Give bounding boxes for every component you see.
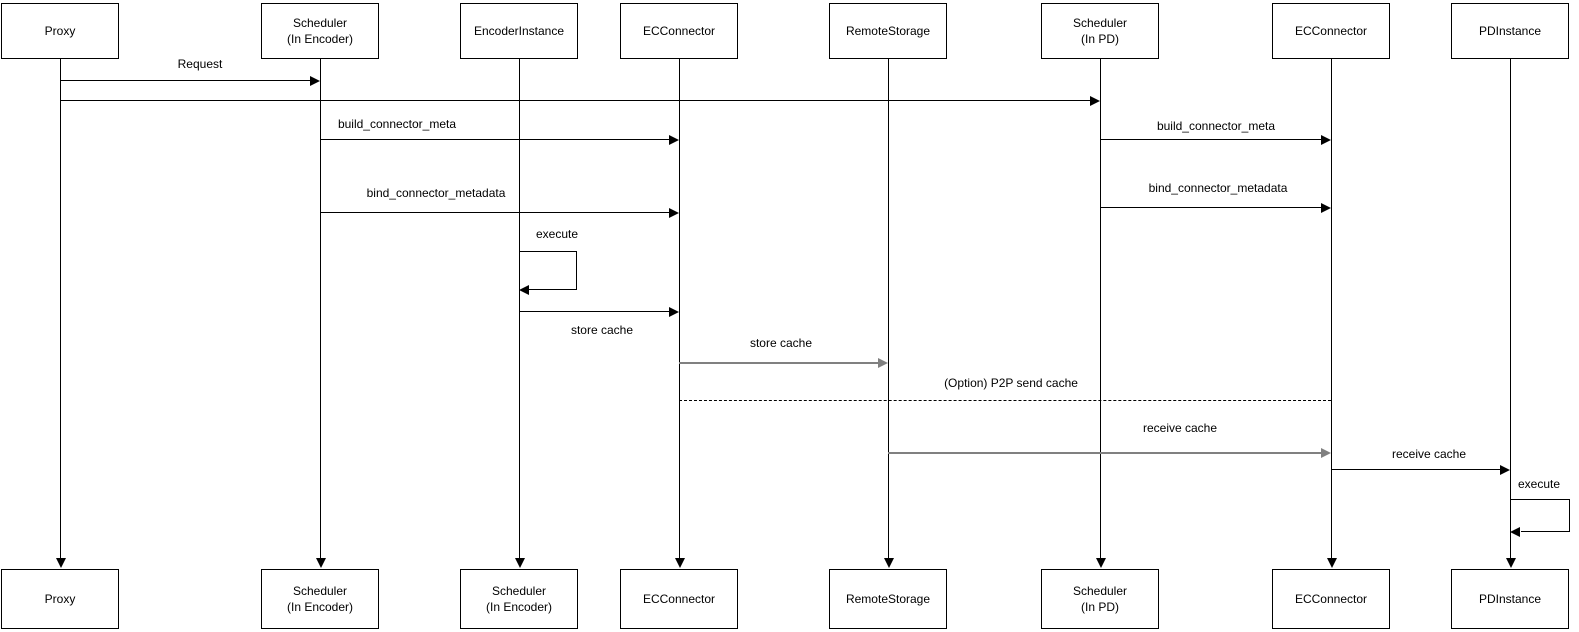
message-arrow-receive-cache-storage	[888, 452, 1322, 454]
lifeline-pd-instance	[1510, 59, 1511, 558]
lifeline-arrow-scheduler-pd	[1096, 558, 1106, 568]
participant-top-pd-instance: PDInstance	[1451, 3, 1569, 59]
arrowhead-execute-pd	[1510, 527, 1520, 537]
lifeline-arrow-proxy	[56, 558, 66, 568]
lifeline-scheduler-pd	[1100, 59, 1101, 558]
arrowhead-build-connector-meta-pd	[1321, 135, 1331, 145]
message-label-store-cache-storage: store cache	[749, 336, 813, 350]
selfloop-execute-pd-bottom	[1521, 531, 1570, 532]
message-label-build-connector-meta-pd: build_connector_meta	[1156, 119, 1276, 133]
participant-bottom-scheduler-pd: Scheduler (In PD)	[1041, 569, 1159, 629]
lifeline-arrow-ecconnector-encoder	[675, 558, 685, 568]
arrowhead-receive-cache-pd	[1500, 465, 1510, 475]
message-label-bind-connector-metadata-encoder: bind_connector_metadata	[366, 186, 506, 200]
participant-label: Proxy	[44, 591, 76, 606]
participant-top-scheduler-pd: Scheduler (In PD)	[1041, 3, 1159, 59]
message-label-bind-connector-metadata-pd: bind_connector_metadata	[1148, 181, 1288, 195]
message-label-execute-pd: execute	[1517, 477, 1561, 491]
participant-top-scheduler-encoder: Scheduler (In Encoder)	[261, 3, 379, 59]
participant-label: Proxy	[44, 23, 76, 38]
selfloop-execute-pd-top	[1511, 499, 1570, 500]
participant-bottom-encoder-instance: Scheduler (In Encoder)	[460, 569, 578, 629]
lifeline-ecconnector-pd	[1331, 59, 1332, 558]
selfloop-execute-encoder-top	[520, 251, 577, 252]
participant-label: ECConnector	[642, 23, 716, 38]
message-arrow-build-connector-meta-pd	[1100, 139, 1322, 140]
selfloop-execute-encoder-right	[576, 251, 577, 290]
participant-label: Scheduler (In PD)	[1072, 15, 1128, 46]
participant-top-proxy: Proxy	[1, 3, 119, 59]
message-arrow-receive-cache-pd	[1331, 469, 1501, 470]
participant-top-ecconnector-encoder: ECConnector	[620, 3, 738, 59]
message-arrow-bind-connector-metadata-pd	[1100, 207, 1322, 208]
message-label-build-connector-meta-encoder: build_connector_meta	[337, 117, 457, 131]
participant-top-encoder-instance: EncoderInstance	[460, 3, 578, 59]
participant-top-ecconnector-pd: ECConnector	[1272, 3, 1390, 59]
participant-bottom-scheduler-encoder: Scheduler (In Encoder)	[261, 569, 379, 629]
participant-bottom-pd-instance: PDInstance	[1451, 569, 1569, 629]
selfloop-execute-pd-right	[1569, 499, 1570, 532]
message-label-execute-encoder: execute	[535, 227, 579, 241]
arrowhead-store-cache-encoder	[669, 307, 679, 317]
arrowhead-receive-cache-storage	[1321, 448, 1331, 458]
lifeline-arrow-pd-instance	[1506, 558, 1516, 568]
message-arrow-store-cache-encoder	[519, 311, 670, 312]
arrowhead-build-connector-meta-encoder	[669, 135, 679, 145]
participant-top-remote-storage: RemoteStorage	[829, 3, 947, 59]
participant-bottom-ecconnector-encoder: ECConnector	[620, 569, 738, 629]
lifeline-proxy	[60, 59, 61, 558]
participant-label: RemoteStorage	[845, 23, 931, 38]
arrowhead-bind-connector-metadata-encoder	[669, 208, 679, 218]
arrowhead-proxy-to-scheduler-pd	[1090, 96, 1100, 106]
message-line-p2p-send-cache	[679, 400, 1331, 401]
participant-label: Scheduler (In Encoder)	[485, 583, 553, 614]
arrowhead-bind-connector-metadata-pd	[1321, 203, 1331, 213]
participant-label: ECConnector	[1294, 23, 1368, 38]
message-label-receive-cache-pd: receive cache	[1391, 447, 1467, 461]
message-arrow-store-cache-storage	[679, 362, 879, 364]
message-arrow-request	[61, 80, 311, 81]
message-label-p2p-send-cache: (Option) P2P send cache	[944, 376, 1078, 390]
lifeline-ecconnector-encoder	[679, 59, 680, 558]
participant-label: Scheduler (In PD)	[1072, 583, 1128, 614]
participant-label: ECConnector	[642, 591, 716, 606]
lifeline-arrow-ecconnector-pd	[1327, 558, 1337, 568]
participant-label: EncoderInstance	[473, 23, 565, 38]
message-arrow-proxy-to-scheduler-pd	[61, 100, 1091, 101]
message-label-receive-cache-storage: receive cache	[1142, 421, 1218, 435]
arrowhead-store-cache-storage	[878, 358, 888, 368]
message-label-store-cache-encoder: store cache	[570, 323, 634, 337]
participant-label: PDInstance	[1478, 23, 1542, 38]
lifeline-remote-storage	[888, 59, 889, 558]
participant-label: Scheduler (In Encoder)	[286, 583, 354, 614]
arrowhead-request	[310, 76, 320, 86]
lifeline-arrow-remote-storage	[884, 558, 894, 568]
lifeline-arrow-encoder-instance	[515, 558, 525, 568]
arrowhead-execute-encoder	[519, 285, 529, 295]
message-arrow-bind-connector-metadata-encoder	[320, 212, 670, 213]
participant-label: ECConnector	[1294, 591, 1368, 606]
lifeline-arrow-scheduler-encoder	[316, 558, 326, 568]
selfloop-execute-encoder-bottom	[529, 289, 577, 290]
lifeline-encoder-instance	[519, 59, 520, 558]
participant-bottom-remote-storage: RemoteStorage	[829, 569, 947, 629]
message-arrow-build-connector-meta-encoder	[320, 139, 670, 140]
participant-bottom-ecconnector-pd: ECConnector	[1272, 569, 1390, 629]
participant-label: PDInstance	[1478, 591, 1542, 606]
participant-label: Scheduler (In Encoder)	[286, 15, 354, 46]
participant-label: RemoteStorage	[845, 591, 931, 606]
participant-bottom-proxy: Proxy	[1, 569, 119, 629]
message-label-request: Request	[177, 57, 223, 71]
lifeline-scheduler-encoder	[320, 59, 321, 558]
